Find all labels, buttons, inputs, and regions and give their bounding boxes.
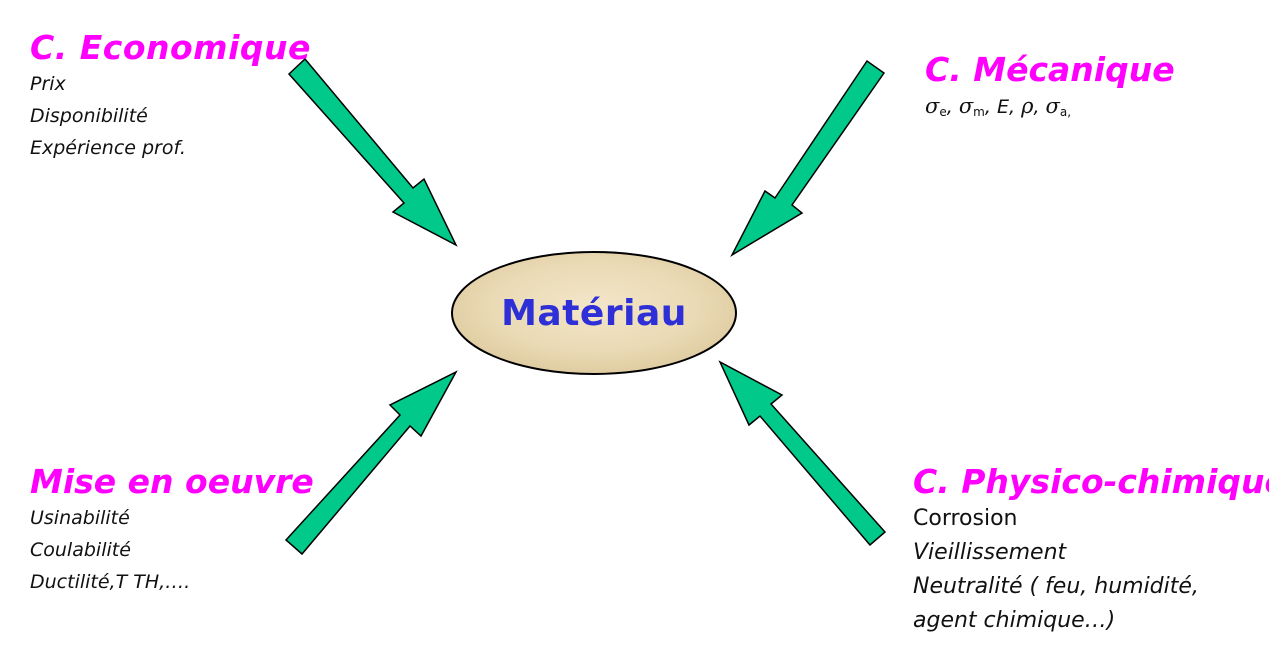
mecanique-formula: σe, σm, E, ρ, σa,	[925, 90, 1175, 128]
block-mise-en-oeuvre: Mise en oeuvre Usinabilité Coulabilité D…	[30, 462, 314, 598]
item-agent-chimique: agent chimique…)	[913, 608, 1116, 633]
block-mecanique: C. Mécanique σe, σm, E, ρ, σa,	[925, 50, 1175, 128]
young-modulus: E	[996, 96, 1009, 118]
item-disponibilite: Disponibilité	[30, 105, 148, 127]
block-economique: C. Economique Prix Disponibilité Expérie…	[30, 28, 311, 164]
item-experience: Expérience prof.	[30, 137, 186, 159]
rho-symbol: ρ	[1021, 94, 1034, 118]
item-prix: Prix	[30, 73, 66, 95]
sigma-symbol: σ	[958, 94, 974, 118]
title-mecanique: C. Mécanique	[925, 50, 1175, 89]
sub-m: m	[973, 105, 985, 119]
sigma-symbol: σ	[925, 94, 940, 118]
sep: ,	[946, 96, 959, 118]
item-corrosion: Corrosion	[913, 506, 1018, 531]
arrow-mise-en-oeuvre	[284, 370, 458, 556]
sep: ,	[1008, 96, 1022, 118]
arrow-mecanique	[730, 59, 886, 257]
sub-a: a,	[1059, 105, 1072, 119]
sigma-symbol: σ	[1045, 94, 1060, 118]
sep: ,	[984, 96, 997, 118]
title-mise-en-oeuvre: Mise en oeuvre	[30, 462, 314, 501]
item-vieillissement: Vieillissement	[913, 540, 1067, 565]
item-usinabilite: Usinabilité	[30, 507, 130, 529]
title-economique: C. Economique	[30, 28, 311, 67]
title-physico-chimique: C. Physico-chimique	[913, 462, 1269, 501]
sub-e: e	[939, 105, 947, 119]
item-neutralite: Neutralité ( feu, humidité,	[913, 574, 1199, 599]
materiau-label: Matériau	[501, 292, 687, 334]
block-physico-chimique: C. Physico-chimique Corrosion Vieillisse…	[913, 462, 1269, 638]
item-ductilite: Ductilité,T TH,….	[30, 571, 191, 593]
materiau-ellipse	[451, 251, 737, 375]
item-coulabilite: Coulabilité	[30, 539, 131, 561]
arrow-economique	[287, 57, 458, 247]
sep: ,	[1033, 96, 1046, 118]
arrow-physico-chimique	[718, 360, 887, 547]
